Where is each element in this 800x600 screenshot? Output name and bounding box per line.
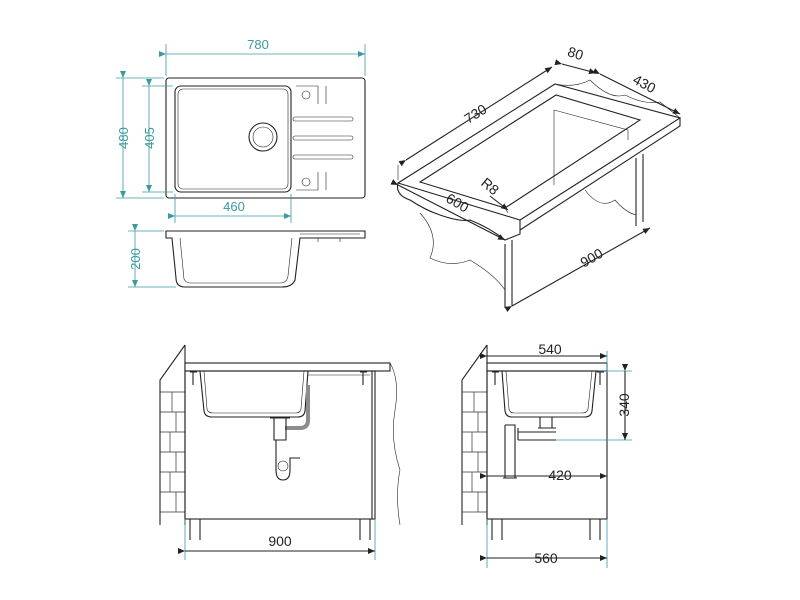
dim-730: 730 (461, 101, 489, 127)
drainer-groove (292, 116, 354, 122)
brick-wall-side (461, 344, 488, 525)
drain-trap (270, 417, 300, 481)
profile-outline (165, 230, 366, 288)
dim-900-front: 900 (268, 533, 292, 549)
dim-780: 780 (247, 37, 269, 52)
side-profile: 200 (128, 224, 366, 288)
bowl-side (501, 370, 597, 418)
isometric-view: 730 80 430 600 900 R8 (390, 43, 682, 313)
front-install-view: 900 (159, 344, 401, 560)
tap-hole (301, 177, 311, 187)
top-view: 780 480 405 460 (116, 37, 366, 223)
dim-460: 460 (223, 199, 245, 214)
dim-560: 560 (534, 550, 558, 566)
side-install-view: 540 340 420 560 (461, 341, 632, 568)
dim-80: 80 (566, 43, 586, 63)
bowl-outline (174, 85, 292, 193)
dim-430: 430 (630, 71, 658, 96)
overflow-pipe (285, 385, 310, 430)
sink-outline (165, 77, 366, 199)
dim-200: 200 (128, 248, 143, 270)
cabinet-side (486, 370, 608, 520)
brick-wall (159, 344, 186, 525)
dim-540: 540 (538, 341, 562, 357)
countertop (396, 83, 682, 221)
countertop-front (184, 362, 391, 372)
dim-480: 480 (116, 127, 131, 149)
dim-405: 405 (142, 127, 157, 149)
tap-hole (301, 90, 311, 100)
dim-340: 340 (616, 393, 632, 417)
bowl-front (199, 370, 309, 418)
dim-420: 420 (548, 467, 572, 483)
drain-side (517, 417, 556, 441)
drain-hole (248, 122, 278, 152)
cabinet-front (184, 370, 376, 520)
drainer-groove (292, 154, 354, 160)
drainer-groove (292, 135, 354, 141)
countertop-side (486, 362, 608, 372)
